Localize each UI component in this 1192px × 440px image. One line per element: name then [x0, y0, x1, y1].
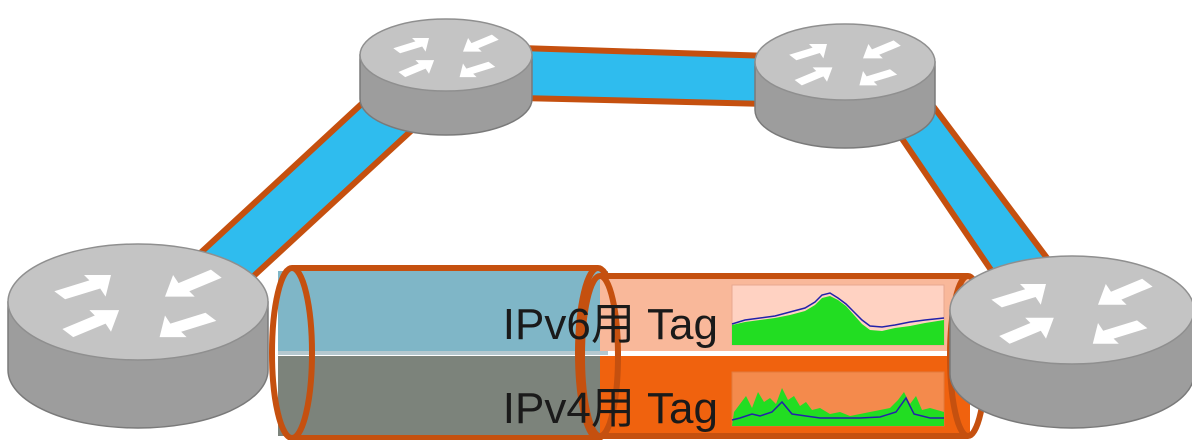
router-bottom-left: [7, 243, 269, 429]
ipv6-tube: [278, 271, 608, 351]
tunnel-outline: [292, 265, 598, 440]
router-top-left: [359, 18, 533, 136]
ipv4-tag-label: IPv4用 Tag: [503, 384, 718, 433]
ipv4-traffic-graph: [731, 371, 945, 427]
tunnel-left-end: [269, 265, 315, 440]
ipv4-tube: [278, 356, 608, 436]
ipv6-tag-label: IPv6用 Tag: [503, 300, 718, 349]
link-top: [517, 45, 773, 107]
overlay-left-end: [579, 273, 621, 439]
router-bottom-right: [949, 255, 1192, 429]
network-links: [179, 45, 1065, 301]
ipv6-traffic-graph: [731, 284, 945, 346]
tag-tunnel: IPv6用 Tag IPv4用 Tag: [269, 265, 989, 440]
router-top-right: [754, 23, 936, 149]
